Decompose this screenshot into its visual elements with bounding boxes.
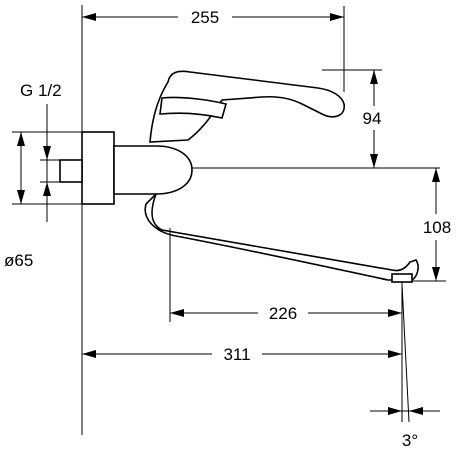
label-bg-226: [258, 300, 308, 324]
arrow-108-bottom: [432, 267, 440, 281]
label-bg-108: [414, 214, 460, 240]
arrow-226-right: [388, 309, 402, 317]
angle-label: 3°: [402, 431, 418, 450]
handle-cap: [159, 96, 227, 119]
arrow-108-top: [432, 168, 440, 182]
arrow-255-left: [82, 13, 96, 21]
wall-flange: [81, 131, 115, 205]
arrow-thread-bottom: [43, 182, 51, 196]
spout: [144, 193, 419, 281]
arrow-255-right: [330, 13, 344, 21]
label-bg-94: [358, 106, 390, 130]
thread-connector: [59, 159, 83, 183]
dim-label-226: 226: [269, 304, 297, 323]
label-bg-255: [178, 4, 232, 28]
lever-handle: [149, 70, 345, 143]
arrow-94-top: [370, 70, 378, 84]
arrow-angle-right: [409, 407, 423, 415]
thread-label: G 1/2: [20, 81, 62, 100]
dim-label-255: 255: [191, 8, 219, 27]
outlet-axis-angled: [401, 283, 410, 423]
arrow-thread-top: [43, 146, 51, 160]
arrow-flange-top: [17, 132, 25, 146]
dim-label-311: 311: [223, 345, 250, 364]
valve-body: [113, 145, 193, 195]
faucet-body: [59, 70, 419, 283]
aerator-outlet: [391, 273, 413, 283]
label-bg-311: [212, 340, 262, 364]
arrow-311-right: [388, 350, 402, 358]
dim-label-94: 94: [363, 109, 382, 128]
arrow-94-bottom: [370, 154, 378, 168]
arrow-flange-bottom: [17, 190, 25, 204]
flange-diameter-label: ø65: [4, 251, 33, 270]
arrow-311-left: [82, 350, 96, 358]
arrow-angle-left: [388, 407, 402, 415]
arrow-226-left: [170, 309, 184, 317]
dim-label-108: 108: [423, 218, 451, 237]
